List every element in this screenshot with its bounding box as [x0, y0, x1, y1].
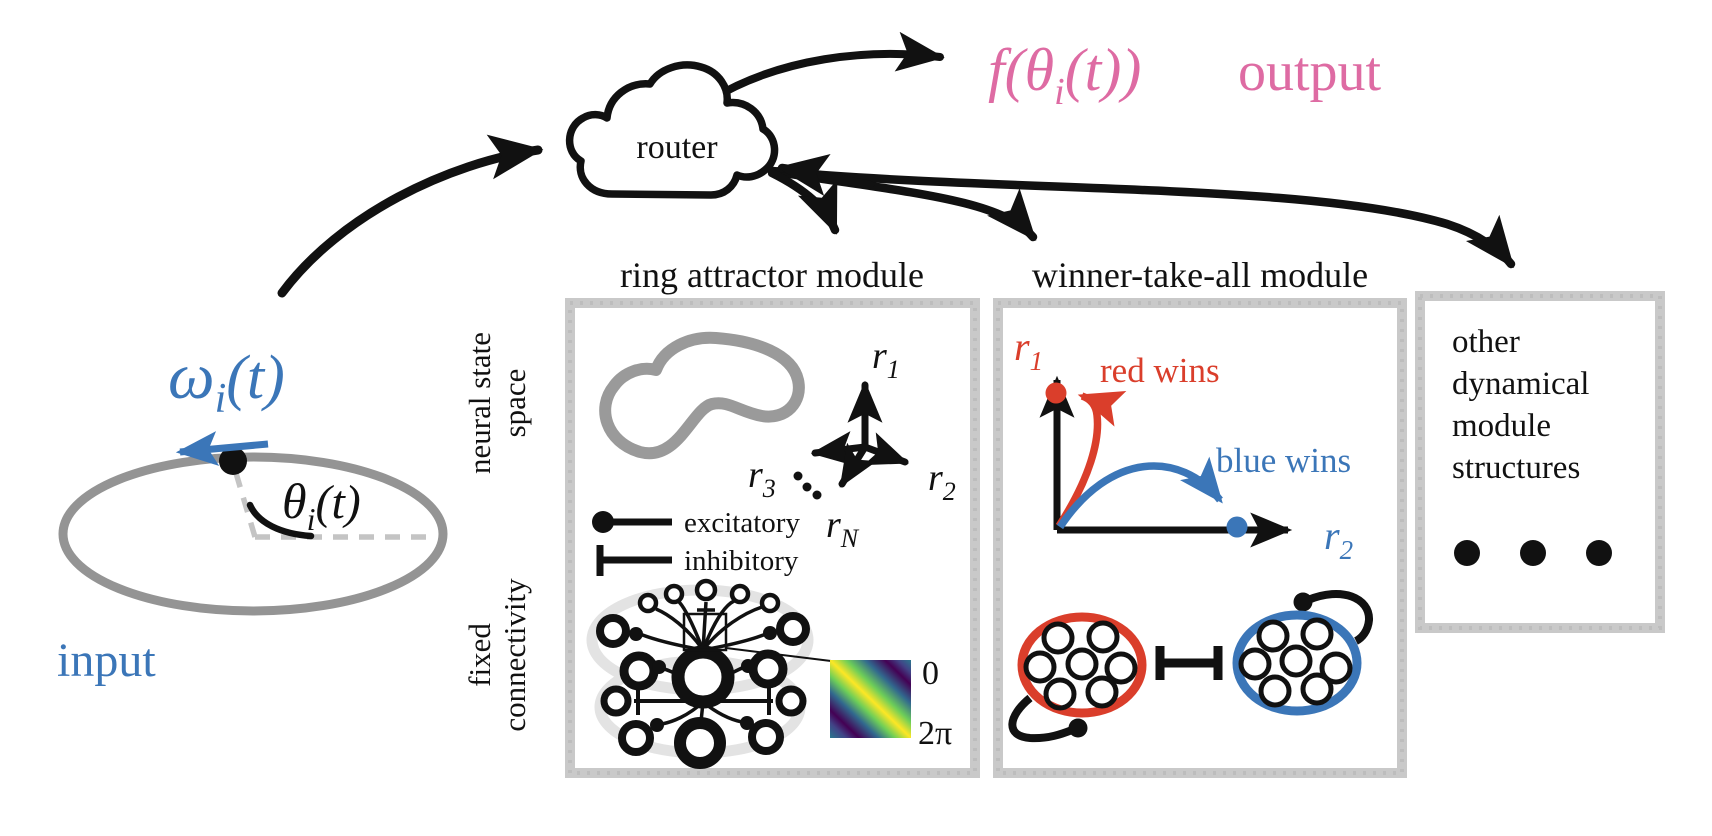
other-module: other dynamical module structures: [1415, 291, 1665, 633]
red-trajectory: [1055, 391, 1127, 529]
wta-axis-label-r1: r1: [1014, 324, 1043, 376]
legend-excitatory-label: excitatory: [684, 507, 800, 539]
router-label: router: [636, 129, 718, 166]
input-dashed-radius: [230, 462, 258, 538]
red-fixed-point: [1045, 382, 1067, 404]
arrow-modules-to-router: [776, 153, 875, 196]
theta-label: θi(t): [282, 473, 361, 537]
mutual-inhibition-connector: [1155, 646, 1223, 680]
router-cloud: [565, 61, 779, 199]
ring-network: [586, 578, 832, 769]
input-ring: [58, 452, 448, 616]
red-population: [1017, 612, 1147, 718]
blue-population-neurons: [1238, 617, 1353, 708]
connection-legend: excitatory inhibitory: [592, 507, 800, 577]
other-module-line-2: dynamical: [1452, 366, 1589, 402]
connectivity-zoom-box: [682, 612, 728, 652]
excitatory-terminals: [629, 626, 777, 732]
axis-ellipsis-dots: [793, 471, 822, 500]
ring-module-title: ring attractor module: [620, 255, 924, 295]
arrow-router-to-output: [708, 31, 945, 103]
other-module-box-texture: [1418, 294, 1662, 630]
ellipsis-dots: [1454, 540, 1612, 566]
other-module-line-1: other: [1452, 324, 1520, 360]
router-arrows: [277, 31, 1516, 298]
other-module-line-3: module: [1452, 408, 1551, 444]
side-label-neural-state: neural state: [462, 332, 497, 474]
wta-populations: [1008, 589, 1373, 743]
legend-inhibitory-label: inhibitory: [684, 545, 799, 577]
wta-axis-label-r2: r2: [1324, 513, 1353, 565]
arrow-input-to-router: [277, 134, 544, 298]
axis-label-r2: r2: [928, 457, 956, 506]
theta-angle-arc: [246, 501, 315, 540]
input-label: input: [57, 634, 156, 687]
blue-loop-terminal: [1293, 592, 1313, 612]
zoom-pointer-line: [725, 647, 832, 662]
wta-phase-plot: r1 r2 red wins blue wins: [1014, 324, 1353, 565]
ring-attractor-module: ring attractor module neural state space…: [462, 255, 980, 778]
state-dot: [219, 447, 247, 475]
side-label-space: space: [497, 369, 532, 438]
axis-r3: [810, 431, 869, 466]
attractor-manifold-bean: [599, 331, 805, 460]
input-group: ωi(t) θi(t) input: [57, 340, 448, 687]
output-label: output: [1238, 41, 1382, 103]
axis-label-r1: r1: [872, 335, 900, 384]
axis-label-rN: rN: [826, 504, 860, 553]
blue-wins-label: blue wins: [1216, 441, 1351, 480]
heatmap-image: [830, 660, 911, 738]
ring-module-box-texture: [568, 301, 977, 775]
axis-r2: [861, 432, 909, 466]
output-group: f(θi(t)) output: [988, 37, 1382, 113]
red-self-excitation-loop: [1008, 694, 1074, 743]
blue-population: [1232, 610, 1362, 716]
wta-module-box-texture: [996, 301, 1404, 775]
output-formula: f(θi(t)): [988, 37, 1141, 113]
wta-module-title: winner-take-all module: [1032, 255, 1368, 295]
axis-label-r3: r3: [748, 454, 776, 503]
other-module-line-4: structures: [1452, 450, 1580, 486]
blue-trajectory: [1056, 456, 1223, 530]
connectivity-heatmap: 0 2π: [830, 655, 952, 752]
router: router: [565, 61, 779, 199]
red-wins-label: red wins: [1100, 351, 1220, 390]
arrow-router-to-other-module: [767, 166, 1516, 269]
axis-rN: [838, 442, 877, 488]
side-label-connectivity: connectivity: [497, 578, 532, 732]
red-population-neurons: [1023, 620, 1138, 711]
heatmap-label-zero: 0: [922, 655, 939, 692]
red-loop-terminal: [1068, 718, 1088, 738]
blue-self-excitation-loop: [1306, 589, 1373, 645]
omega-label: ωi(t): [168, 340, 285, 422]
blue-fixed-point: [1226, 516, 1248, 538]
heatmap-label-two-pi: 2π: [918, 715, 952, 752]
side-label-fixed: fixed: [462, 623, 497, 687]
winner-take-all-module: winner-take-all module r1 r2 red wins bl…: [993, 255, 1407, 778]
state-space-axes: [810, 380, 909, 488]
velocity-arrow: [175, 431, 269, 467]
